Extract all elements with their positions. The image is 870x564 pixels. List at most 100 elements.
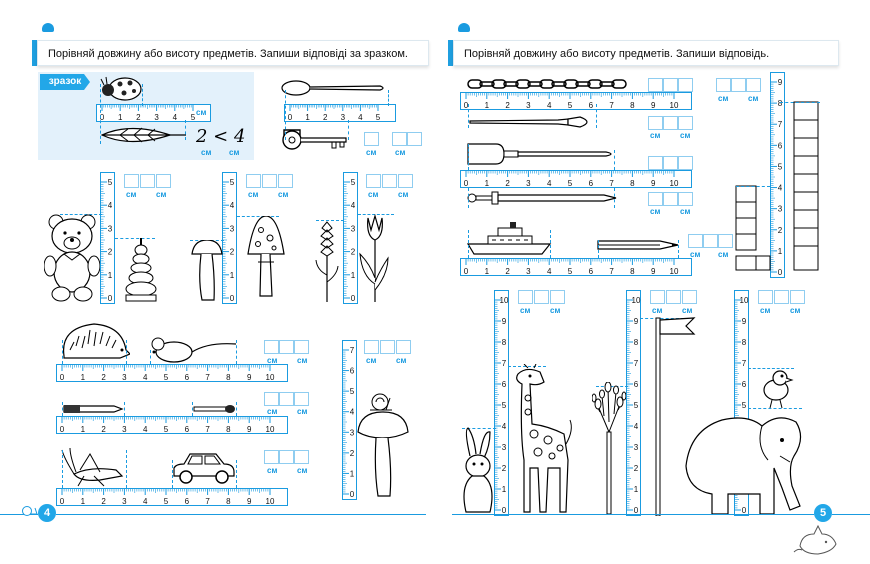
answer-box[interactable] xyxy=(703,234,718,248)
guide-line xyxy=(236,340,237,364)
ruler-tick-label: 0 xyxy=(60,497,65,506)
ruler-tick-label: 2 xyxy=(350,449,355,458)
answer-box[interactable] xyxy=(382,174,397,188)
guide-line xyxy=(468,230,469,258)
ruler-tick-label: 4 xyxy=(230,201,235,210)
ruler-tick-label: 5 xyxy=(568,101,573,110)
answer-box[interactable] xyxy=(746,78,761,92)
answer-box[interactable] xyxy=(731,78,746,92)
guide-line xyxy=(236,402,237,416)
ruler-tick-label: 1 xyxy=(350,469,355,478)
answer-box[interactable] xyxy=(264,340,279,354)
tree-icon xyxy=(592,382,626,514)
answer-box[interactable] xyxy=(663,78,678,92)
answer-box[interactable] xyxy=(140,174,155,188)
answer-box[interactable] xyxy=(246,174,261,188)
answer-box[interactable] xyxy=(648,116,663,130)
ruler-tick-label: 5 xyxy=(108,178,113,187)
ruler-tick-label: 5 xyxy=(191,113,196,122)
answer-box[interactable] xyxy=(279,392,294,406)
guide-line xyxy=(550,230,551,258)
answer-box[interactable] xyxy=(663,116,678,130)
ruler-tick-label: 6 xyxy=(589,101,594,110)
ruler-tick-label: 4 xyxy=(547,101,552,110)
ruler-tick-label: 5 xyxy=(568,267,573,276)
answer-box[interactable] xyxy=(550,290,565,304)
wheat-icon xyxy=(315,221,339,302)
answer-box[interactable] xyxy=(124,174,139,188)
guide-line xyxy=(115,238,155,239)
answer-box[interactable] xyxy=(678,78,693,92)
ruler-tick-label: 1 xyxy=(81,497,86,506)
answer-box[interactable] xyxy=(682,290,697,304)
ruler-tick-label: 2 xyxy=(505,267,510,276)
answer-box[interactable] xyxy=(518,290,533,304)
guide-line xyxy=(62,340,63,364)
cat-icon xyxy=(793,524,837,555)
mushroom-icon xyxy=(191,240,223,301)
snail-on-mushroom-icon xyxy=(357,393,409,497)
ruler-tick-label: 0 xyxy=(60,373,65,382)
ruler-tick-label: 4 xyxy=(143,425,148,434)
ruler-tick-label: 8 xyxy=(226,373,231,382)
answer-box[interactable] xyxy=(688,234,703,248)
answer-box[interactable] xyxy=(648,156,663,170)
answer-box[interactable] xyxy=(396,340,411,354)
answer-box[interactable] xyxy=(534,290,549,304)
answer-box[interactable] xyxy=(264,450,279,464)
answer-box[interactable] xyxy=(663,192,678,206)
instruction-bar xyxy=(448,40,453,66)
answer-box[interactable] xyxy=(678,116,693,130)
answer-box[interactable] xyxy=(279,450,294,464)
guide-line xyxy=(736,186,770,187)
ruler-tick-label: 1 xyxy=(502,485,507,494)
answer-box[interactable] xyxy=(279,340,294,354)
ruler-tick-label: 6 xyxy=(502,380,507,389)
ladybug-logo-icon xyxy=(42,23,54,32)
ruler-tick-label: 8 xyxy=(630,101,635,110)
ruler-tick-label: 4 xyxy=(502,422,507,431)
unit-label: см xyxy=(520,306,531,315)
unit-label: см xyxy=(267,407,278,416)
answer-box[interactable] xyxy=(666,290,681,304)
answer-box[interactable] xyxy=(264,392,279,406)
answer-box[interactable] xyxy=(678,192,693,206)
ruler-tick-label: 2 xyxy=(502,464,507,473)
answer-box[interactable] xyxy=(380,340,395,354)
answer-box[interactable] xyxy=(156,174,171,188)
answer-box[interactable] xyxy=(262,174,277,188)
ruler-tick-label: 4 xyxy=(143,497,148,506)
answer-box[interactable] xyxy=(392,132,407,146)
answer-box[interactable] xyxy=(663,156,678,170)
answer-box[interactable] xyxy=(294,450,309,464)
answer-box[interactable] xyxy=(718,234,733,248)
answer-box[interactable] xyxy=(774,290,789,304)
answer-box[interactable] xyxy=(278,174,293,188)
ruler-tick-label: 10 xyxy=(740,296,749,305)
ruler-tick-label: 9 xyxy=(651,267,656,276)
answer-box[interactable] xyxy=(364,340,379,354)
answer-box[interactable] xyxy=(650,290,665,304)
ruler-tick-label: 4 xyxy=(351,201,356,210)
answer-box[interactable] xyxy=(758,290,773,304)
answer-box[interactable] xyxy=(294,340,309,354)
answer-box[interactable] xyxy=(678,156,693,170)
answer-box[interactable] xyxy=(648,192,663,206)
answer-box[interactable] xyxy=(648,78,663,92)
ruler-tick-label: 10 xyxy=(670,267,679,276)
ruler-tick-label: 4 xyxy=(143,373,148,382)
ruler-unit-label: см xyxy=(196,108,207,117)
answer-box[interactable] xyxy=(407,132,422,146)
answer-box[interactable] xyxy=(716,78,731,92)
answer-box[interactable] xyxy=(790,290,805,304)
ruler-tick-label: 5 xyxy=(634,401,639,410)
answer-box[interactable] xyxy=(398,174,413,188)
answer-box[interactable] xyxy=(364,132,379,146)
answer-box[interactable] xyxy=(366,174,381,188)
ruler-tick-label: 9 xyxy=(651,101,656,110)
answer-box[interactable] xyxy=(294,392,309,406)
